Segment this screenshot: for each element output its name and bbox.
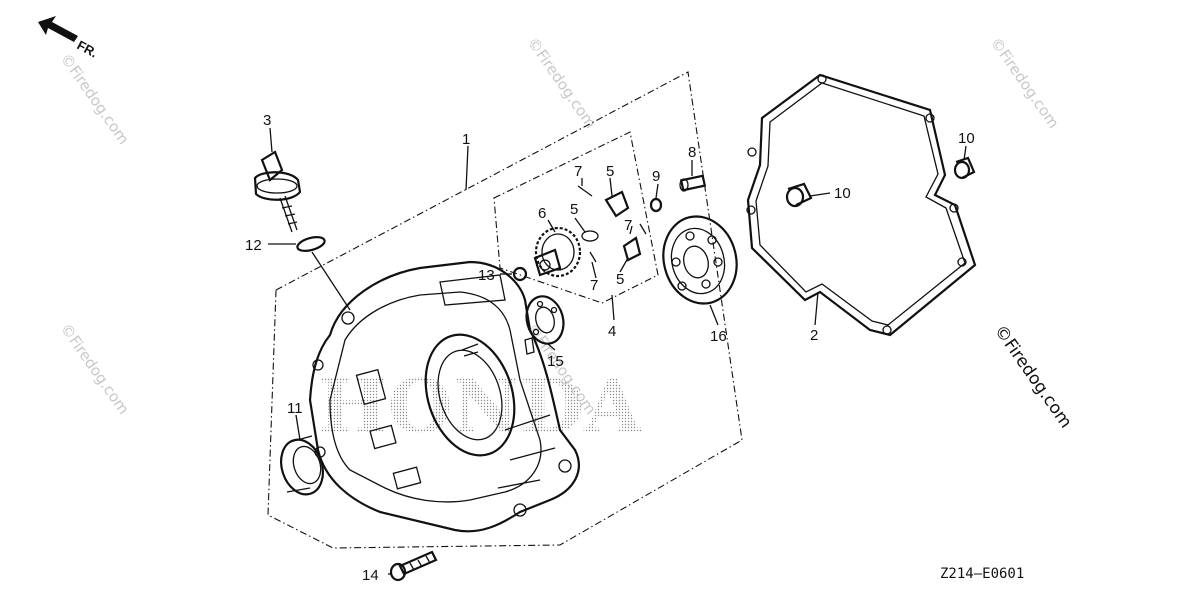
watermark-layer: ©Firedog.com ©Firedog.com ©Firedog.com ©…: [57, 34, 1076, 432]
callout-6: 6: [538, 205, 546, 222]
front-label: FR.: [75, 37, 101, 60]
callout-15: 15: [547, 353, 564, 370]
callout-3: 3: [263, 112, 271, 129]
callout-4: 4: [608, 323, 616, 340]
dowel-pin-lower: [785, 182, 813, 208]
callout-12: 12: [245, 237, 262, 254]
governor-gear: [533, 226, 582, 278]
watermark-dark: ©Firedog.com: [990, 321, 1076, 432]
nut: [512, 266, 528, 282]
callout-11: 11: [287, 400, 303, 417]
watermark: ©Firedog.com: [57, 320, 133, 418]
callout-7-top: 7: [574, 163, 582, 180]
assembly-outline-1: [267, 71, 743, 549]
brand-watermark: HONDA: [318, 364, 643, 450]
callout-5-low: 5: [616, 271, 624, 288]
flange-bolt: [389, 550, 438, 582]
watermark: ©Firedog.com: [57, 50, 133, 148]
callout-13: 13: [478, 267, 495, 284]
washer: [649, 197, 663, 213]
bolt-8: [679, 174, 707, 192]
watermark: ©Firedog.com: [524, 34, 600, 132]
callout-8: 8: [688, 144, 696, 161]
oil-seal: [280, 435, 324, 496]
governor-weights: [577, 185, 647, 263]
front-direction-arrow-icon: [38, 16, 78, 42]
bearing-large: [662, 215, 738, 305]
callout-10-upper: 10: [958, 130, 975, 147]
callout-1: 1: [462, 131, 470, 148]
callout-14: 14: [362, 567, 379, 584]
leader-lines: [268, 127, 967, 575]
case-cover: [308, 260, 580, 533]
callout-10-lower: 10: [834, 185, 851, 202]
callout-2: 2: [810, 327, 818, 344]
callout-7-right: 7: [624, 217, 632, 234]
callout-5-top: 5: [606, 163, 614, 180]
bearing-small: [525, 295, 565, 345]
assembly-outline-4: [493, 131, 659, 304]
callout-5-mid: 5: [570, 201, 578, 218]
callout-16: 16: [710, 328, 727, 345]
callout-7-low: 7: [590, 277, 598, 294]
callout-9: 9: [652, 168, 660, 185]
dowel-pin-upper: [953, 156, 976, 180]
o-ring: [296, 236, 326, 252]
gasket: [746, 73, 977, 337]
watermark: ©Firedog.com: [987, 34, 1063, 132]
callouts: 1 2 3 4 5 5 5 6 7 7 7 8 9 10 10 11 12 13…: [245, 112, 975, 584]
diagram-code: Z214—E0601: [940, 566, 1024, 582]
oil-filler-cap: [253, 150, 302, 233]
